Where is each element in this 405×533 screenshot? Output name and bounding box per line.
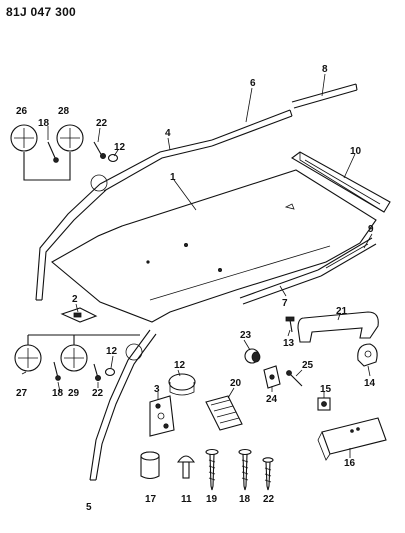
clip-24 <box>263 365 281 389</box>
screw-22-upper <box>93 141 107 159</box>
callout-5: 5 <box>86 502 92 513</box>
callout-13: 13 <box>283 338 295 349</box>
callout-18-bottom: 18 <box>239 494 251 505</box>
callout-22-upper: 22 <box>96 118 108 129</box>
callout-12-center: 12 <box>174 360 186 371</box>
callout-26: 26 <box>16 106 28 117</box>
screw-18-upper <box>47 141 59 163</box>
callout-17: 17 <box>145 494 157 505</box>
callout-16: 16 <box>344 458 356 469</box>
rear-pillar-trim <box>89 329 157 481</box>
leader-lines <box>21 73 373 458</box>
callout-29: 29 <box>68 388 80 399</box>
bracket-3 <box>149 395 175 437</box>
callout-10: 10 <box>350 146 362 157</box>
callout-14: 14 <box>364 378 376 389</box>
callout-25: 25 <box>302 360 314 371</box>
callout-4: 4 <box>165 128 171 139</box>
screw-22-lower <box>93 363 102 381</box>
callout-22-bottom: 22 <box>263 494 275 505</box>
plug-12-upper <box>107 153 119 163</box>
callout-labels: 1 2 3 4 5 6 7 8 9 10 11 12 12 12 13 14 1… <box>16 64 376 513</box>
visor-clip <box>60 307 98 323</box>
rivet-11 <box>176 455 196 479</box>
screw-25 <box>286 370 303 387</box>
diagram-number: 81J 047 300 <box>6 5 77 19</box>
callout-9: 9 <box>368 224 374 235</box>
callout-2: 2 <box>72 294 78 305</box>
hook-14 <box>357 343 378 367</box>
side-rail-9 <box>317 237 377 277</box>
screw-18-lower <box>53 361 61 381</box>
front-header-trim <box>99 139 213 192</box>
callout-3: 3 <box>154 384 160 395</box>
detail-circles-upper <box>10 124 84 181</box>
spacer-17 <box>140 451 160 480</box>
grab-handle-21 <box>297 311 379 343</box>
screw-18-bottom <box>238 448 252 491</box>
nut-15 <box>317 397 331 411</box>
callout-1: 1 <box>170 172 176 183</box>
screw-22-bottom <box>262 457 274 491</box>
callout-18-upper: 18 <box>38 118 50 129</box>
detail-circles-lower <box>14 334 140 372</box>
pad-20 <box>205 395 243 431</box>
roof-rail-8 <box>291 83 358 109</box>
plug-12-lower <box>104 367 116 377</box>
callout-12-upper: 12 <box>114 142 126 153</box>
callout-22-lower: 22 <box>92 388 104 399</box>
knob-23 <box>244 348 261 364</box>
plug-12-center <box>168 373 196 396</box>
front-pillar-trim <box>35 174 108 301</box>
callout-15: 15 <box>320 384 332 395</box>
callout-28: 28 <box>58 106 70 117</box>
rear-trim-bracket <box>291 151 391 213</box>
screw-19 <box>205 448 219 491</box>
callout-18-lower: 18 <box>52 388 64 399</box>
screw-13 <box>285 316 295 333</box>
callout-27: 27 <box>16 388 28 399</box>
callout-8: 8 <box>322 64 328 75</box>
headliner-panel <box>51 169 377 323</box>
callout-12-lower: 12 <box>106 346 118 357</box>
callout-11: 11 <box>181 494 192 505</box>
callout-7: 7 <box>282 298 288 309</box>
callout-19: 19 <box>206 494 218 505</box>
panel-16 <box>317 417 387 461</box>
callout-20: 20 <box>230 378 242 389</box>
roof-rail-6 <box>211 109 293 147</box>
callout-21: 21 <box>336 306 348 317</box>
callout-6: 6 <box>250 78 256 89</box>
callout-24: 24 <box>266 394 278 405</box>
callout-23: 23 <box>240 330 252 341</box>
